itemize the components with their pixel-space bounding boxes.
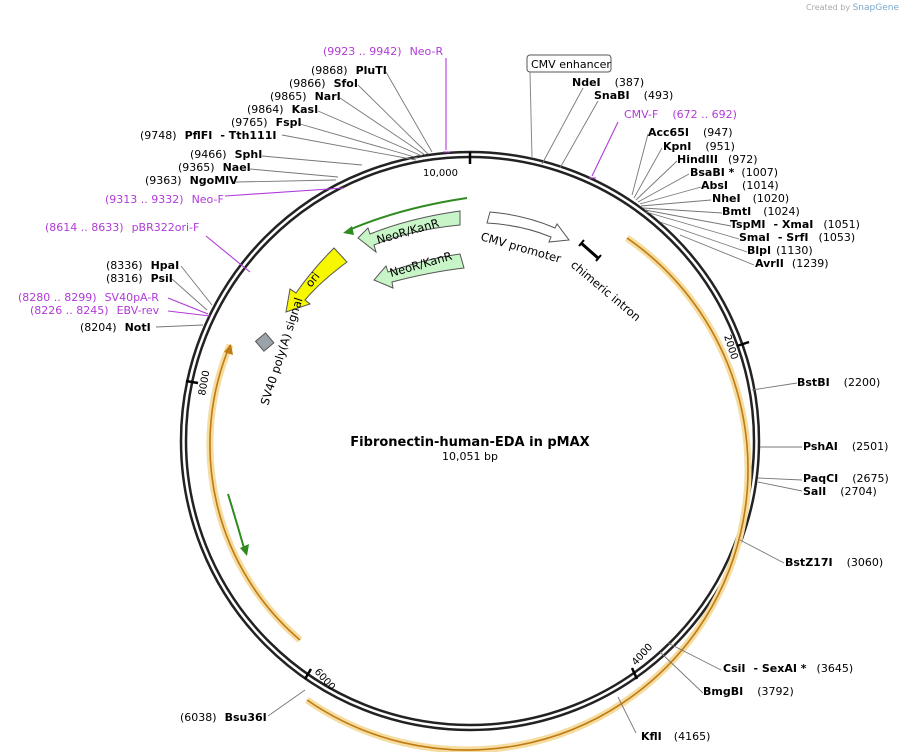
primer-label: (8226 .. 8245)EBV-rev xyxy=(30,304,160,317)
primer-label: (9313 .. 9332)Neo-F xyxy=(105,193,224,206)
created-by-text: Created by xyxy=(806,3,851,12)
cmv-enhancer-label: CMV enhancer xyxy=(531,58,611,71)
ori-feature xyxy=(285,247,348,313)
leader-lines-left xyxy=(155,71,433,717)
enzyme-label: BsaBI *(1007) xyxy=(690,166,778,179)
enzyme-label: BstZ17I(3060) xyxy=(785,556,883,569)
orf-arc-left xyxy=(206,343,303,643)
enzyme-label: (6038)Bsu36I xyxy=(180,711,267,724)
enzyme-label: PaqCI(2675) xyxy=(803,472,889,485)
enzyme-label: SalI(2704) xyxy=(803,485,877,498)
primer-label: (9923 .. 9942)Neo-R xyxy=(323,45,443,58)
neo-kanr-feature-2 xyxy=(373,253,465,289)
sv40-polya-label: SV40 poly(A) signal xyxy=(258,296,306,407)
enzyme-label: (9748)PflFI- Tth111I xyxy=(140,129,276,142)
enzyme-label: (9868)PluTI xyxy=(311,64,387,77)
primer-label: CMV-F(672 .. 692) xyxy=(624,108,737,121)
enzyme-label: (8316)PsiI xyxy=(106,272,173,285)
enzyme-label: BstBI(2200) xyxy=(797,376,880,389)
enzyme-label: CsiI- SexAI *(3645) xyxy=(723,662,853,675)
sv40-polya-feature xyxy=(254,332,275,352)
plasmid-length: 10,051 bp xyxy=(442,450,498,463)
enzyme-labels-left: (9868)PluTI (9866)SfoI (9865)NarI (9864)… xyxy=(80,64,387,724)
enzyme-label: AvrII(1239) xyxy=(755,257,828,270)
enzyme-label: HindIII(972) xyxy=(677,153,758,166)
enzyme-label: (9365)NaeI xyxy=(178,161,251,174)
enzyme-label: (9765)FspI xyxy=(231,116,302,129)
neo-green-arc xyxy=(348,197,468,231)
tick-label-4000: 4000 xyxy=(630,642,655,668)
enzyme-label: Acc65I(947) xyxy=(648,126,733,139)
primer-label: (8280 .. 8299)SV40pA-R xyxy=(18,291,159,304)
enzyme-labels-right: NdeI(387) SnaBI(493) Acc65I(947) KpnI(95… xyxy=(572,76,889,743)
plasmid-title: Fibronectin-human-EDA in pMAX xyxy=(350,435,589,450)
enzyme-label: KpnI(951) xyxy=(663,140,735,153)
enzyme-label: BmgBI(3792) xyxy=(703,685,794,698)
enzyme-label: SmaI- SrfI(1053) xyxy=(739,231,855,244)
chimeric-intron-feature xyxy=(580,241,599,260)
enzyme-label: KflI(4165) xyxy=(641,730,710,743)
cmv-enhancer-box xyxy=(526,54,612,73)
enzyme-label: (9866)SfoI xyxy=(289,77,358,90)
enzyme-label: (8204)NotI xyxy=(80,321,151,334)
enzyme-label: SnaBI(493) xyxy=(594,89,673,102)
chimeric-intron-label: chimeric intron xyxy=(568,258,643,325)
small-green-arrow xyxy=(227,493,245,549)
enzyme-label: NheI(1020) xyxy=(712,192,789,205)
primer-labels: (9923 .. 9942)Neo-R CMV-F(672 .. 692) (9… xyxy=(18,45,737,317)
enzyme-label: TspMI- XmaI(1051) xyxy=(730,218,860,231)
enzyme-label: AbsI(1014) xyxy=(701,179,779,192)
enzyme-label: BmtI(1024) xyxy=(722,205,800,218)
primer-label: (8614 .. 8633)pBR322ori-F xyxy=(45,221,199,234)
enzyme-label: (8336)HpaI xyxy=(106,259,179,272)
tick-label-8000: 8000 xyxy=(197,370,212,397)
cmv-promoter-feature xyxy=(486,211,570,243)
primer-lines xyxy=(167,58,619,317)
tick-label-10000: 10,000 xyxy=(423,168,458,179)
enzyme-label: (9466)SphI xyxy=(190,148,262,161)
enzyme-label: (9363)NgoMIV xyxy=(145,174,238,187)
enzyme-label: NdeI(387) xyxy=(572,76,644,89)
enzyme-label: (9864)KasI xyxy=(247,103,318,116)
snapgene-branding: Created by SnapGene xyxy=(806,3,899,13)
neo-kanr-feature-1 xyxy=(357,210,461,254)
enzyme-label: (9865)NarI xyxy=(270,90,341,103)
tick-marks xyxy=(185,152,750,680)
snapgene-logo: SnapGene xyxy=(852,3,899,13)
leader-lines-right xyxy=(541,87,803,734)
enzyme-label: PshAI(2501) xyxy=(803,440,888,453)
enzyme-label: BlpI(1130) xyxy=(747,244,813,257)
neo-kanr-label-1: NeoR/KanR xyxy=(375,216,441,247)
